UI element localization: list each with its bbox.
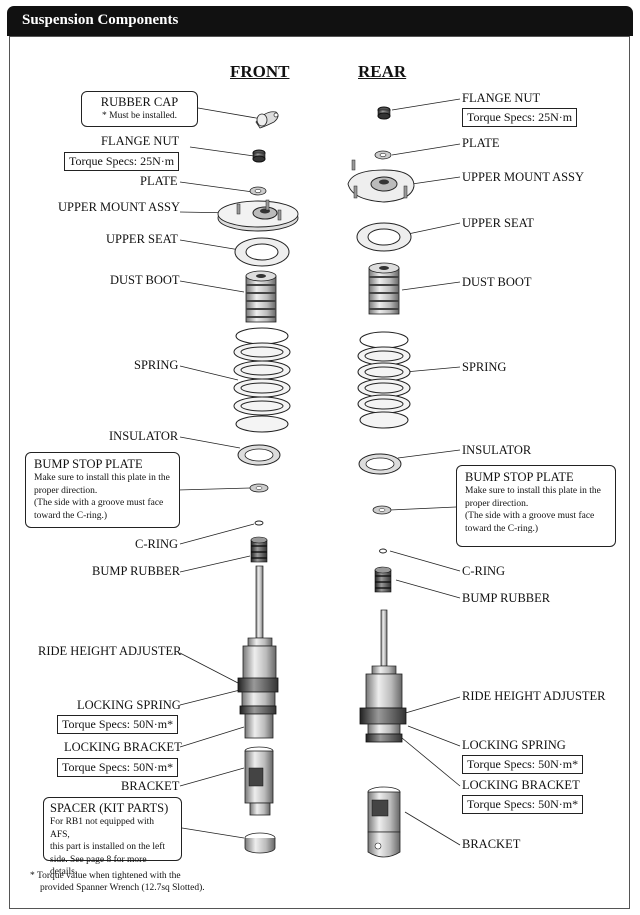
rear-spring-shape bbox=[357, 331, 411, 429]
front-bracket-label: BRACKET bbox=[121, 779, 180, 793]
rear-locking-spring-label: LOCKING SPRING bbox=[462, 738, 566, 752]
front-spring-shape bbox=[233, 327, 291, 433]
rear-flange-nut-shape bbox=[377, 106, 391, 120]
rear-locking-bracket-torque: Torque Specs: 50N·m* bbox=[462, 795, 584, 814]
front-upper-seat-label: UPPER SEAT bbox=[106, 232, 178, 246]
diagram-frame bbox=[9, 36, 630, 909]
rear-upper-mount-label: UPPER MOUNT ASSY bbox=[462, 170, 585, 184]
rear-bump-stop-label: BUMP STOP PLATE bbox=[465, 470, 574, 484]
front-bump-stop-note-1: Make sure to install this plate in the bbox=[34, 473, 170, 483]
front-spring-label: SPRING bbox=[134, 358, 179, 372]
rear-bump-stop-note-1: Make sure to install this plate in the bbox=[465, 486, 601, 496]
front-rubber-cap-shape bbox=[255, 111, 279, 129]
front-spacer-note-1: For RB1 not equipped with AFS, bbox=[50, 817, 154, 840]
front-rubber-cap-label: RUBBER CAP bbox=[100, 95, 179, 109]
rear-bump-rubber-label: BUMP RUBBER bbox=[462, 591, 551, 605]
rear-insulator-shape bbox=[358, 453, 402, 475]
page-title: Suspension Components bbox=[22, 12, 179, 28]
rear-bump-stop-plate-shape bbox=[372, 505, 392, 515]
front-bracket-shape bbox=[244, 746, 274, 816]
front-locking-bracket-label: LOCKING BRACKET bbox=[64, 740, 182, 754]
front-upper-mount-shape bbox=[217, 199, 299, 232]
rear-dust-boot-label: DUST BOOT bbox=[462, 275, 532, 289]
rear-c-ring-label: C-RING bbox=[462, 564, 506, 578]
front-spacer-box: SPACER (KIT PARTS) For RB1 not equipped … bbox=[43, 797, 182, 877]
front-dust-boot-label: DUST BOOT bbox=[110, 273, 180, 287]
front-bump-stop-box: BUMP STOP PLATE Make sure to install thi… bbox=[25, 452, 180, 528]
rear-plate-shape bbox=[374, 150, 392, 160]
title-bar bbox=[7, 6, 633, 36]
front-locking-bracket-torque: Torque Specs: 50N·m* bbox=[57, 758, 179, 777]
front-spacer-shape bbox=[244, 832, 276, 854]
front-upper-seat-shape bbox=[234, 237, 290, 267]
front-locking-spring-label: LOCKING SPRING bbox=[77, 698, 181, 712]
leader-lines bbox=[177, 98, 461, 846]
front-c-ring-label: C-RING bbox=[135, 537, 179, 551]
rear-flange-nut-torque: Torque Specs: 25N·m bbox=[462, 108, 578, 127]
rear-locking-spring-torque: Torque Specs: 50N·m* bbox=[462, 755, 584, 774]
front-bump-stop-note-2: proper direction. bbox=[34, 485, 98, 496]
rear-upper-seat-label: UPPER SEAT bbox=[462, 216, 534, 230]
rear-shock-body-shape bbox=[359, 609, 407, 743]
front-dust-boot-shape bbox=[245, 270, 277, 323]
rear-bump-stop-note-2: proper direction. bbox=[465, 498, 529, 509]
front-bump-stop-note-3: (The side with a groove must face bbox=[34, 498, 164, 508]
front-spacer-label: SPACER (KIT PARTS) bbox=[50, 801, 169, 815]
rear-bump-rubber-shape bbox=[374, 566, 392, 593]
rear-spring-label: SPRING bbox=[462, 360, 507, 374]
rear-locking-bracket-label: LOCKING BRACKET bbox=[462, 778, 580, 792]
front-c-ring-shape bbox=[254, 520, 264, 526]
rear-c-ring-shape bbox=[379, 548, 387, 554]
front-bump-rubber-label: BUMP RUBBER bbox=[92, 564, 181, 578]
rear-ride-height-label: RIDE HEIGHT ADJUSTER bbox=[462, 689, 606, 703]
front-spacer-note-2: this part is installed on the left bbox=[50, 842, 166, 852]
rear-plate-label: PLATE bbox=[462, 136, 500, 150]
rear-insulator-label: INSULATOR bbox=[462, 443, 532, 457]
front-plate-label: PLATE bbox=[140, 174, 178, 188]
rear-dust-boot-shape bbox=[368, 262, 400, 315]
front-bump-stop-plate-shape bbox=[249, 483, 269, 493]
rear-upper-mount-shape bbox=[347, 159, 415, 203]
rear-flange-nut-label: FLANGE NUT bbox=[462, 91, 541, 105]
front-locking-spring-torque: Torque Specs: 50N·m* bbox=[57, 715, 179, 734]
front-bump-stop-note-4: toward the C-ring.) bbox=[34, 510, 108, 521]
footnote-line-1: * Torque value when tightened with the bbox=[30, 871, 181, 881]
rear-bump-stop-box: BUMP STOP PLATE Make sure to install thi… bbox=[456, 465, 616, 547]
front-plate-shape bbox=[249, 186, 267, 196]
rear-bracket-shape bbox=[367, 786, 401, 858]
front-shock-body-shape bbox=[237, 565, 279, 739]
front-rubber-cap-note: * Must be installed. bbox=[102, 111, 177, 121]
front-flange-nut-label: FLANGE NUT bbox=[101, 134, 180, 148]
front-flange-nut-shape bbox=[252, 149, 266, 163]
rear-column-heading: REAR bbox=[358, 62, 407, 81]
front-insulator-label: INSULATOR bbox=[109, 429, 179, 443]
footnote-line-2: provided Spanner Wrench (12.7sq Slotted)… bbox=[40, 883, 205, 893]
front-insulator-shape bbox=[237, 444, 281, 466]
front-spacer-note-3: side. See page 8 for more details. bbox=[50, 854, 147, 878]
rear-bracket-label: BRACKET bbox=[462, 837, 521, 851]
rear-bump-stop-note-3: (The side with a groove must face bbox=[465, 511, 595, 521]
front-bump-stop-label: BUMP STOP PLATE bbox=[34, 457, 143, 471]
front-column-heading: FRONT bbox=[230, 62, 290, 81]
front-flange-nut-torque: Torque Specs: 25N·m bbox=[64, 152, 180, 171]
rear-upper-seat-shape bbox=[356, 222, 412, 252]
front-bump-rubber-shape bbox=[250, 536, 268, 563]
front-upper-mount-label: UPPER MOUNT ASSY bbox=[58, 200, 181, 214]
rear-bump-stop-note-4: toward the C-ring.) bbox=[465, 523, 539, 534]
front-rubber-cap-box: RUBBER CAP * Must be installed. bbox=[81, 91, 198, 127]
front-ride-height-label: RIDE HEIGHT ADJUSTER bbox=[38, 644, 182, 658]
